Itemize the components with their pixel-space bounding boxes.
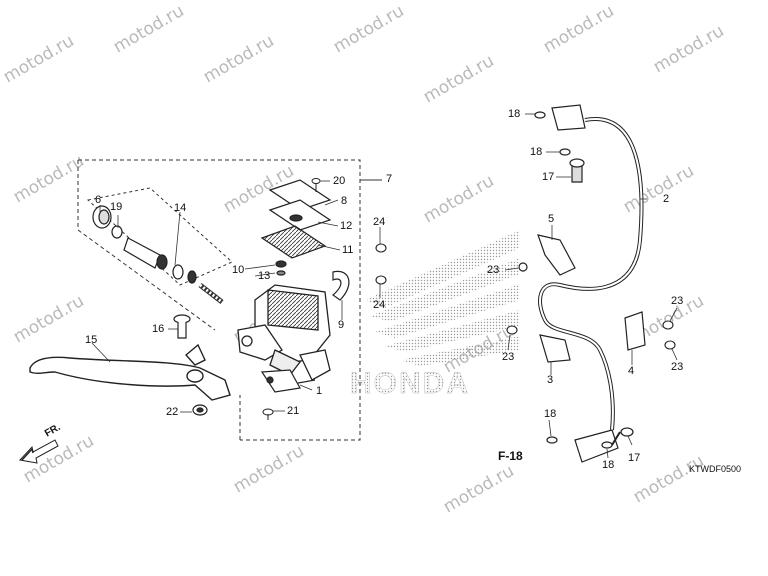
- callout-4: 4: [628, 365, 635, 377]
- callout-17b: 17: [628, 452, 641, 464]
- callout-16: 16: [152, 323, 165, 335]
- brake-lever-15: [29, 343, 231, 401]
- callout-7: 7: [386, 173, 393, 185]
- honda-wing-logo: [365, 230, 520, 366]
- bolt-23: [506, 320, 676, 350]
- callout-22: 22: [166, 406, 179, 418]
- callout-23a: 23: [487, 264, 500, 276]
- callout-23b: 23: [502, 351, 515, 363]
- brake-hose-2: [538, 117, 644, 431]
- master-cylinder: [237, 284, 331, 381]
- callout-24a: 24: [373, 216, 386, 228]
- callout-15: 15: [85, 334, 98, 346]
- callout-24b: 24: [373, 299, 386, 311]
- banjo-fitting-top: [534, 104, 586, 183]
- callout-18c: 18: [544, 408, 557, 420]
- callout-5: 5: [548, 213, 555, 225]
- lever-cap-22: [192, 404, 208, 416]
- clamp-5: [518, 234, 576, 276]
- callout-23d: 23: [671, 361, 684, 373]
- honda-logo-text: HONDA: [350, 367, 470, 400]
- callout-20: 20: [333, 175, 346, 187]
- callout-2: 2: [663, 193, 670, 205]
- callout-6: 6: [95, 194, 102, 206]
- reservoir-cap: [260, 179, 332, 276]
- callout-19: 19: [110, 201, 123, 213]
- callout-3: 3: [547, 374, 554, 386]
- callout-14: 14: [174, 202, 187, 214]
- holder-9: [332, 270, 350, 301]
- callout-23c: 23: [671, 295, 684, 307]
- screw-21: [262, 408, 274, 420]
- callout-10: 10: [232, 264, 245, 276]
- callout-18a: 18: [508, 108, 521, 120]
- callout-12: 12: [340, 220, 353, 232]
- callout-1: 1: [316, 385, 323, 397]
- section-ref-label: F-18: [498, 449, 523, 463]
- leader-lines: [91, 113, 678, 459]
- switch-1: [260, 369, 316, 393]
- front-direction-arrow: [19, 439, 59, 464]
- callout-11: 11: [342, 244, 354, 256]
- diagram-code: KTWDF0500: [689, 464, 742, 474]
- banjo-fitting-bottom: [546, 427, 634, 463]
- group-frame: [78, 159, 361, 441]
- clamp-4: [624, 311, 646, 351]
- piston-kit: [92, 205, 224, 304]
- callout-8: 8: [341, 195, 348, 207]
- clamp-3: [539, 334, 571, 363]
- callout-17a: 17: [542, 171, 555, 183]
- callout-9: 9: [338, 319, 345, 331]
- callout-13: 13: [258, 270, 271, 282]
- pivot-bolt-16: [173, 314, 191, 339]
- callout-18b: 18: [530, 146, 543, 158]
- callout-21: 21: [287, 405, 300, 417]
- bolt-24: [375, 243, 387, 285]
- callout-18d: 18: [602, 459, 615, 471]
